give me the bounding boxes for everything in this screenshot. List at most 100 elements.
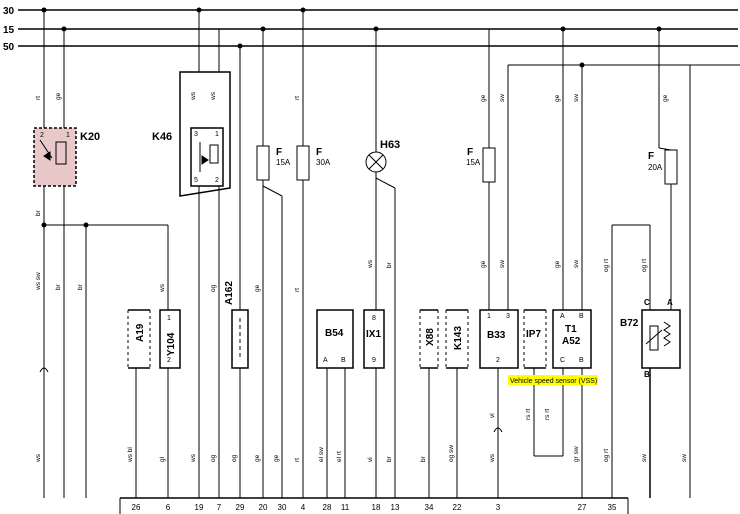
wire-color-label: rt	[294, 458, 301, 462]
terminal-number: 19	[195, 503, 204, 512]
svg-text:B54: B54	[325, 328, 344, 339]
wire-color-label: ge	[254, 454, 261, 462]
wire-color-label: vi	[367, 457, 374, 462]
wire-color-label: og	[210, 454, 217, 462]
svg-text:1: 1	[167, 315, 171, 322]
wire-color-label: ws	[190, 453, 197, 463]
connector-k143: K143	[445, 309, 469, 369]
svg-text:B: B	[579, 357, 584, 364]
wire-color-label: el sw	[318, 447, 325, 462]
relay-k20: 2 1 K20	[33, 127, 100, 187]
wire-color-label: br	[35, 209, 42, 216]
wire-color-label: ws	[159, 283, 166, 293]
relay-k46: 3 1 5 2 K46	[152, 71, 231, 197]
wire-color-label: br	[77, 283, 84, 290]
svg-text:F: F	[648, 151, 654, 162]
wire-color-label: ge	[273, 454, 280, 462]
sensor-b72: C A B B72	[620, 298, 681, 379]
terminal-number: 28	[323, 503, 332, 512]
wire-color-label: sw	[499, 94, 506, 102]
k46-label: K46	[152, 131, 172, 143]
svg-text:F: F	[276, 147, 282, 158]
terminal-number: 18	[372, 503, 381, 512]
wire-color-label: ws bl	[127, 447, 134, 463]
svg-text:2: 2	[496, 357, 500, 364]
k46-pin-5: 5	[194, 177, 198, 184]
svg-text:A162: A162	[224, 281, 235, 305]
fuse-30a: F 30A	[296, 145, 331, 181]
wire-color-label: og rt	[641, 259, 648, 272]
wire-color-label: ws	[190, 91, 197, 101]
terminal-number: 30	[278, 503, 287, 512]
svg-text:C: C	[560, 357, 565, 364]
k20-pin-2: 2	[40, 132, 44, 139]
svg-text:15A: 15A	[276, 158, 291, 167]
wire-color-label: og rt	[603, 449, 610, 462]
k46-pin-3: 3	[194, 131, 198, 138]
h63-label: H63	[380, 139, 400, 151]
terminal-number: 13	[391, 503, 400, 512]
connector-y104: 1 2 Y104	[159, 309, 181, 369]
connector-b33: 1 3 B33 2	[479, 309, 519, 369]
junction-dots	[41, 7, 662, 228]
wire-color-label: og	[210, 284, 217, 292]
connector-a162: A162	[224, 281, 249, 369]
svg-text:F: F	[467, 147, 473, 158]
connector-b54: B54 A B	[316, 309, 354, 369]
wire-color-label: ge	[554, 260, 561, 268]
terminal-number: 26	[132, 503, 141, 512]
terminal-number: 27	[578, 503, 587, 512]
wire-color-label: ge	[554, 94, 561, 102]
fuse-15a-right: F 15A	[466, 147, 496, 183]
svg-text:IX1: IX1	[366, 329, 381, 340]
svg-text:F: F	[316, 147, 322, 158]
wire-color-label: sw	[573, 260, 580, 268]
svg-text:30A: 30A	[316, 158, 331, 167]
svg-text:A: A	[667, 298, 673, 307]
vss-annotation: Vehicle speed sensor (VSS)	[508, 375, 598, 385]
svg-text:20A: 20A	[648, 163, 663, 172]
connector-x88: X88	[419, 309, 439, 369]
vss-label: Vehicle speed sensor (VSS)	[510, 378, 597, 385]
connector-ip7: IP7	[523, 309, 547, 369]
svg-text:B: B	[341, 357, 346, 364]
svg-text:A: A	[323, 357, 328, 364]
wire-color-label: vi	[489, 413, 496, 418]
wire-color-label: gr sw	[573, 446, 580, 462]
terminal-number: 7	[217, 503, 222, 512]
wire-color-label: br	[386, 455, 393, 462]
wire-color-label: br	[420, 455, 427, 462]
wire-color-label: ws	[35, 453, 42, 463]
k20-pin-1: 1	[66, 132, 70, 139]
wire-color-label: og rt	[603, 259, 610, 272]
terminal-number: 6	[166, 503, 171, 512]
terminal-number: 29	[236, 503, 245, 512]
svg-text:3: 3	[506, 313, 510, 320]
svg-text:B: B	[644, 370, 650, 379]
svg-text:A: A	[560, 313, 565, 320]
svg-text:T1: T1	[565, 324, 577, 335]
svg-text:9: 9	[372, 357, 376, 364]
wire-color-label: og	[231, 454, 238, 462]
terminal-number: 35	[608, 503, 617, 512]
wire-color-label: br	[386, 261, 393, 268]
wire-color-label: rs rt	[544, 409, 551, 420]
svg-text:B33: B33	[487, 330, 506, 341]
rail-15-label: 15	[3, 25, 15, 36]
fuse-15a-left: F 15A	[256, 145, 291, 181]
svg-text:2: 2	[167, 357, 171, 364]
connector-a19: A19	[127, 309, 151, 369]
wire-color-label: ws sw	[35, 272, 42, 291]
wire-color-label: ge	[55, 92, 62, 100]
svg-text:IP7: IP7	[526, 329, 541, 340]
wire-color-label: sw	[641, 454, 648, 462]
lamp-h63: H63	[365, 139, 400, 173]
k20-label: K20	[80, 131, 100, 143]
wire-color-label: og sw	[448, 445, 455, 462]
terminal-number: 22	[453, 503, 462, 512]
wire-color-label: ge	[254, 284, 261, 292]
